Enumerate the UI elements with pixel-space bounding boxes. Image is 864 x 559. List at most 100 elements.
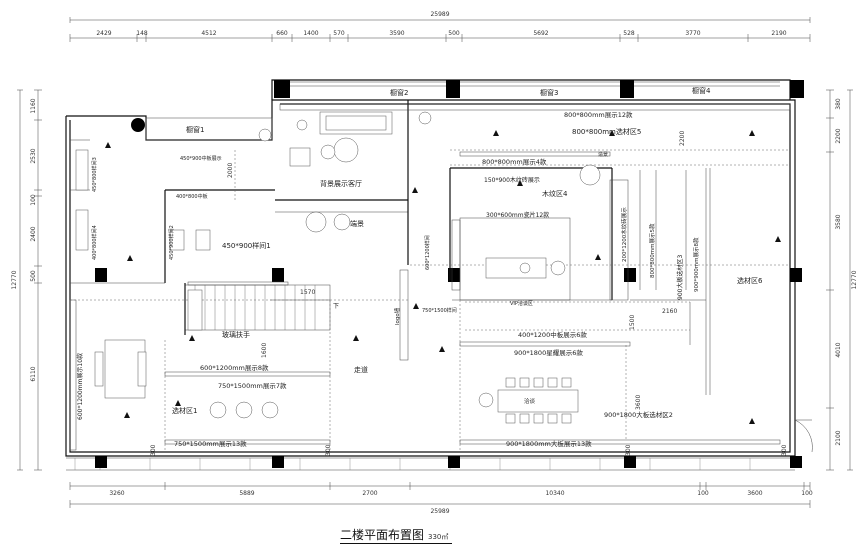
- logo-wall-label: logo墙: [393, 307, 401, 325]
- left-dim-6: 6110: [30, 366, 37, 381]
- vip-table: [485, 257, 547, 279]
- inner-dim-6: 3600: [635, 395, 642, 410]
- negotiation-table: [497, 389, 579, 413]
- corridor-label: 走道: [354, 365, 368, 374]
- top-dimensions: 25989 2429 148 4512 660 1400 570 3590 50…: [69, 11, 811, 42]
- inner-dim-9: 300: [325, 444, 332, 456]
- direction-arrow: [609, 130, 615, 136]
- title-underline: [340, 543, 452, 544]
- left-dim-3: 100: [30, 194, 37, 206]
- furniture: [75, 111, 601, 424]
- right-dimensions: 12770 380 2200 3580 4010 2100: [826, 89, 858, 471]
- column: [790, 80, 804, 98]
- direction-arrow: [595, 254, 601, 260]
- column: [272, 456, 284, 468]
- display-d22: 900*900mm展示8款: [692, 237, 700, 292]
- display-d1: 450*900中板展示: [180, 155, 222, 162]
- wood-brick-display-rack: [609, 179, 629, 301]
- direction-arrow: [353, 335, 359, 341]
- right-dim-1: 380: [835, 98, 842, 110]
- column: [272, 268, 284, 282]
- logo-wall: [399, 269, 409, 361]
- window-4-label: 橱窗4: [692, 86, 711, 95]
- wood-zone-label: 木纹区4: [542, 189, 568, 198]
- glass-rail-label: 玻璃扶手: [222, 330, 250, 339]
- display-d2: 400*800中板: [176, 193, 208, 200]
- direction-arrow: [124, 412, 130, 418]
- right-dim-4: 4010: [835, 342, 842, 357]
- window-3-label: 橱窗3: [540, 88, 558, 97]
- column: [624, 268, 636, 282]
- direction-arrow: [517, 180, 523, 186]
- stair-down-label: 下: [333, 303, 339, 310]
- column-round: [131, 118, 145, 132]
- negotiation-label: 洽谈: [524, 397, 536, 405]
- display-d19: 900*1800mm大板展示13款: [506, 439, 592, 448]
- direction-arrow: [413, 303, 419, 309]
- direction-arrow: [439, 346, 445, 352]
- zone-2-label: 900*1800大板选材区2: [604, 410, 673, 419]
- scene-ornament: [305, 211, 327, 233]
- left-dim-5: 500: [30, 270, 37, 282]
- window-2-label: 橱窗2: [390, 88, 408, 97]
- left-dimensions: 12770 1160 2530 100 2400 500 6110: [11, 89, 42, 471]
- display-d5: 450*800样间3: [91, 157, 98, 192]
- inner-dim-8: 300: [150, 444, 157, 456]
- plant: [418, 111, 432, 125]
- zone-5-label: 800*800mm选材区5: [572, 127, 641, 136]
- direction-arrow: [749, 130, 755, 136]
- inner-dim-11: 300: [781, 444, 788, 456]
- right-dim-5: 2100: [835, 430, 842, 445]
- top-dim-7: 3590: [389, 30, 404, 37]
- display-d21: 800*800mm展示5款: [648, 223, 656, 278]
- left-dim-2: 2530: [30, 148, 37, 163]
- scenery-label: 造景: [598, 151, 608, 158]
- column: [790, 456, 802, 468]
- direction-arrow: [412, 187, 418, 193]
- top-total-dim: 25989: [430, 11, 449, 18]
- column: [274, 80, 290, 98]
- inner-dim-1: 2000: [227, 163, 234, 178]
- display-d6: 400*800样间4: [91, 225, 98, 260]
- column: [790, 268, 802, 282]
- left-dim-4: 2400: [30, 226, 37, 241]
- column: [95, 456, 107, 468]
- inner-dim-10: 300: [625, 444, 632, 456]
- display-d18: 900*1800星耀展示6款: [514, 348, 583, 357]
- left-total-dim: 12770: [11, 270, 18, 289]
- scenery-plant: [579, 164, 601, 186]
- direction-arrow: [127, 255, 133, 261]
- arrows: [105, 130, 781, 424]
- display-d14: 300*600mm瓷片12款: [486, 211, 549, 219]
- right-dim-2: 2200: [835, 128, 842, 143]
- inner-dim-5: 2160: [662, 308, 677, 315]
- top-dim-5: 1400: [303, 30, 318, 37]
- display-d10: 600*1200mm展示10款: [76, 353, 84, 420]
- right-total-dim: 12770: [851, 270, 858, 289]
- bottom-dim-6: 3600: [747, 490, 762, 497]
- display-d12: 800*800mm展示4款: [482, 157, 547, 166]
- scene-label: 端景: [350, 219, 364, 228]
- display-d15: 600*1200样间: [424, 235, 431, 270]
- display-d9: 750*1500mm展示13款: [174, 439, 247, 448]
- plant: [258, 128, 272, 142]
- display-d4: 450*900样间2: [168, 225, 175, 260]
- vip-label: VIP洽谈区: [510, 300, 533, 307]
- display-d8: 750*1500mm展示7款: [218, 381, 287, 390]
- direction-arrow: [189, 335, 195, 341]
- direction-arrow: [749, 418, 755, 424]
- bottom-dim-7: 100: [801, 490, 813, 497]
- bottom-dimensions: 3260 5889 2700 10340 100 3600 100 25989: [69, 482, 813, 515]
- inner-dim-4: 1500: [629, 315, 636, 330]
- inner-dim-7: 2200: [679, 131, 686, 146]
- direction-arrow: [175, 400, 181, 406]
- left-dim-1: 1160: [30, 98, 37, 113]
- bottom-dim-5: 100: [697, 490, 709, 497]
- partitions: [69, 100, 791, 452]
- bottom-dim-4: 10340: [545, 490, 564, 497]
- zone-6-label: 选材区6: [737, 276, 763, 285]
- inner-dim-3: 1600: [261, 343, 268, 358]
- plant: [296, 119, 308, 131]
